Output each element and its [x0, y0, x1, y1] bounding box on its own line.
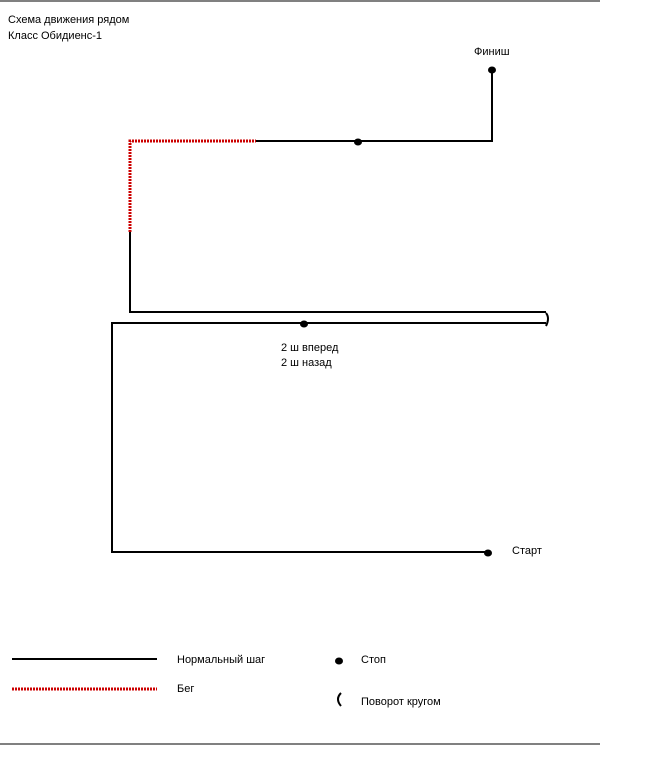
legend-run-label: Бег — [177, 683, 195, 695]
scheme-title: Схема движения рядом — [8, 14, 130, 26]
legend-stop-label: Стоп — [361, 654, 386, 666]
route-lower-path — [111, 322, 546, 553]
legend-stop-dot — [335, 657, 343, 665]
steps-forward-note: 2 ш вперед — [281, 342, 339, 354]
steps-back-note: 2 ш назад — [281, 357, 332, 369]
legend-turn-mark — [337, 692, 342, 707]
stop-finish-point — [488, 66, 496, 74]
stop-middle-point — [300, 320, 308, 328]
route-middle-path — [129, 232, 546, 313]
start-label: Старт — [512, 545, 542, 557]
route-run-segment — [128, 139, 256, 232]
legend-turn-label: Поворот кругом — [361, 696, 441, 708]
stop-start-point — [484, 549, 492, 557]
turn-around-marker — [545, 312, 549, 327]
legend-normal-label: Нормальный шаг — [177, 654, 266, 666]
finish-label: Финиш — [474, 46, 510, 58]
stop-upper-point — [354, 138, 362, 146]
route-upper-path — [256, 70, 493, 142]
scheme-class: Класс Обидиенс-1 — [8, 30, 103, 42]
